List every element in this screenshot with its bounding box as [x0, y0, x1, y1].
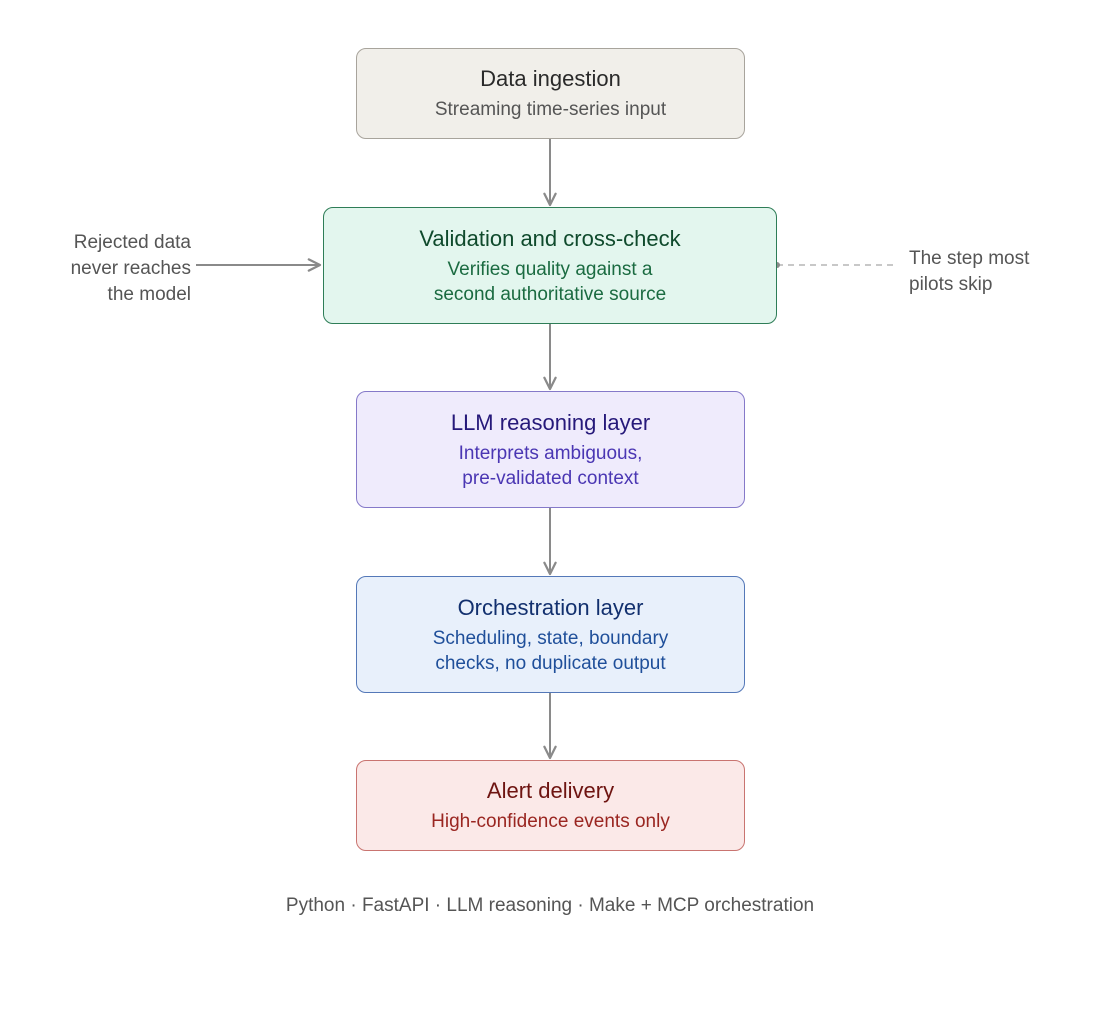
node-title: Alert delivery — [486, 778, 615, 803]
step-most-skip-note: The step most pilots skip — [909, 248, 1030, 295]
tech-stack-footer: Python · FastAPI · LLM reasoning · Make … — [285, 895, 815, 916]
node-data-ingestion: Data ingestion Streaming time-series inp… — [356, 48, 745, 139]
node-subtitle: Scheduling, state, boundary checks, no d… — [432, 627, 669, 674]
node-title: Data ingestion — [480, 66, 621, 91]
node-alert-delivery: Alert delivery High-confidence events on… — [356, 760, 745, 851]
node-subtitle: Verifies quality against a second author… — [433, 258, 667, 305]
node-title: Validation and cross-check — [419, 225, 681, 251]
node-validation: Validation and cross-check Verifies qual… — [323, 207, 777, 324]
node-title: LLM reasoning layer — [450, 409, 651, 435]
node-subtitle: Interprets ambiguous, pre-validated cont… — [458, 442, 643, 489]
node-subtitle: High-confidence events only — [431, 811, 670, 832]
rejected-data-note: Rejected data never reaches the model — [70, 232, 191, 305]
node-title: Orchestration layer — [457, 594, 644, 620]
node-llm-reasoning: LLM reasoning layer Interprets ambiguous… — [356, 391, 745, 508]
node-orchestration: Orchestration layer Scheduling, state, b… — [356, 576, 745, 693]
node-subtitle: Streaming time-series input — [434, 99, 667, 120]
